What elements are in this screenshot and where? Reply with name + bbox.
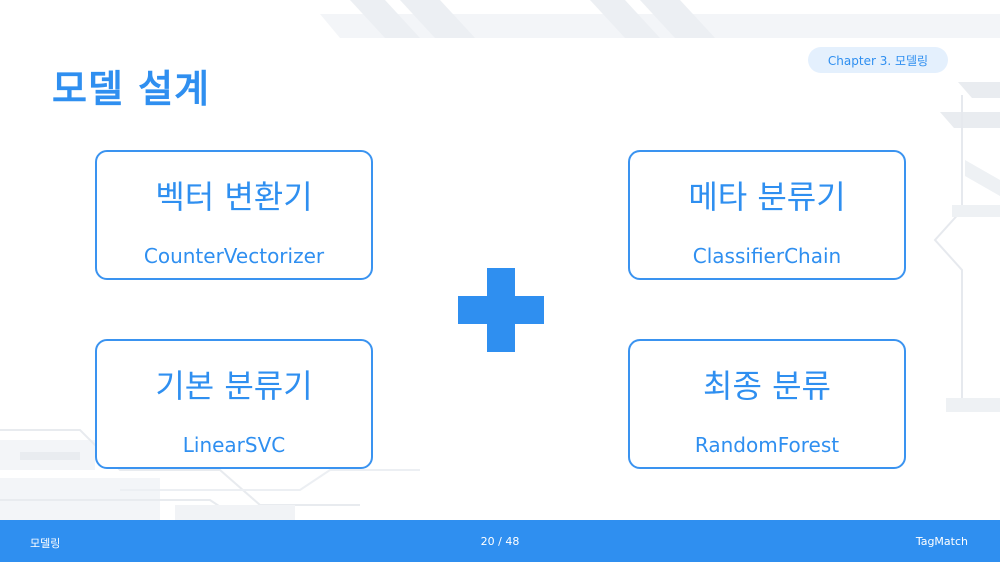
card-vectorizer: 벡터 변환기 CounterVectorizer bbox=[95, 150, 373, 280]
page-number: 20 / 48 bbox=[480, 535, 520, 548]
footer-brand: TagMatch bbox=[915, 535, 968, 548]
footer-section: 모델링 bbox=[30, 537, 61, 550]
card-meta-subtitle: ClassifierChain bbox=[692, 244, 842, 268]
card-meta-classifier: 메타 분류기 ClassifierChain bbox=[628, 150, 906, 280]
card-base-title: 기본 분류기 bbox=[155, 367, 313, 405]
plus-icon-horizontal-bar bbox=[458, 296, 544, 324]
chapter-badge: Chapter 3. 모델링 bbox=[808, 47, 948, 73]
card-base-classifier: 기본 분류기 LinearSVC bbox=[95, 339, 373, 469]
card-base-subtitle: LinearSVC bbox=[182, 433, 286, 457]
footer-bar: 모델링 20 / 48 TagMatch bbox=[0, 520, 1000, 562]
card-final-title: 최종 분류 bbox=[703, 367, 831, 405]
card-final-classifier: 최종 분류 RandomForest bbox=[628, 339, 906, 469]
page-title: 모델 설계 bbox=[52, 67, 211, 111]
card-final-subtitle: RandomForest bbox=[694, 433, 840, 457]
card-vectorizer-title: 벡터 변환기 bbox=[155, 178, 313, 216]
card-vectorizer-subtitle: CounterVectorizer bbox=[143, 244, 325, 268]
card-meta-title: 메타 분류기 bbox=[688, 178, 846, 216]
